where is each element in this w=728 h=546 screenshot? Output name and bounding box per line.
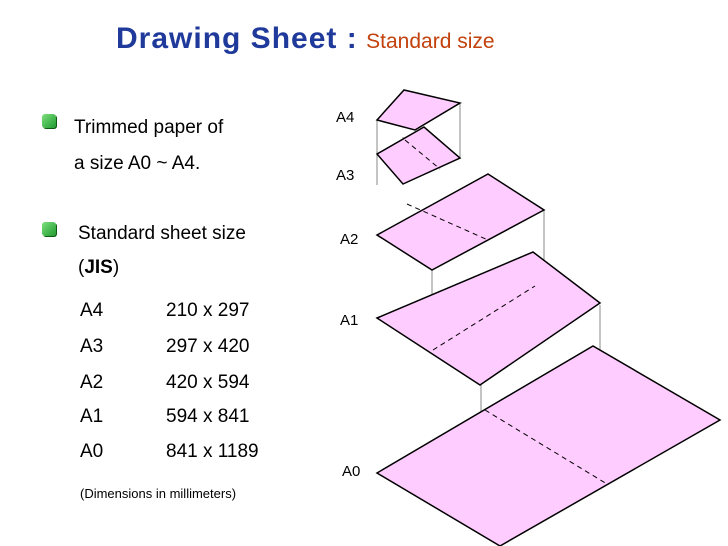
- size-name: A0: [80, 441, 104, 462]
- size-dims: 210 x 297: [166, 300, 250, 321]
- title-main: Drawing Sheet :: [116, 22, 358, 55]
- diagram-label-a3: A3: [336, 167, 355, 184]
- bullet-1-line-2: a size A0 ~ A4.: [74, 153, 201, 174]
- sheets: [375, 89, 722, 546]
- bullet-1-line-1: Trimmed paper of: [74, 117, 224, 138]
- size-dims: 841 x 1189: [166, 441, 259, 462]
- fold-lines: [404, 139, 608, 485]
- sheet-a3: [375, 126, 462, 185]
- size-dims: 297 x 420: [166, 336, 250, 357]
- diagram-label-a2: A2: [340, 231, 359, 248]
- jis-close-paren: ): [112, 257, 120, 278]
- diagram-label-a0: A0: [342, 463, 361, 480]
- units-note: (Dimensions in millimeters): [80, 486, 237, 501]
- sheet-a2: [375, 173, 546, 271]
- jis-open-paren: (: [78, 257, 85, 278]
- size-dims: 420 x 594: [166, 372, 250, 393]
- diagram-label-a4: A4: [336, 109, 355, 126]
- page-title: Drawing Sheet : Standard size: [116, 22, 495, 56]
- sheet-a1: [375, 251, 602, 386]
- title-subtitle: Standard size: [366, 30, 495, 53]
- bullet-icon: [42, 222, 56, 236]
- jis-label: JIS: [84, 257, 113, 278]
- bullet-icon: [42, 114, 56, 128]
- size-name: A4: [80, 300, 104, 321]
- size-name: A1: [80, 406, 104, 427]
- sheet-a0: [375, 345, 722, 546]
- bullet-2-line-1: Standard sheet size: [78, 223, 246, 244]
- size-name: A2: [80, 372, 104, 393]
- sheet-a4: [375, 89, 462, 131]
- size-name: A3: [80, 336, 104, 357]
- diagram-label-a1: A1: [340, 312, 359, 329]
- size-dims: 594 x 841: [166, 406, 250, 427]
- bullet-2-line-2: (JIS): [78, 257, 119, 279]
